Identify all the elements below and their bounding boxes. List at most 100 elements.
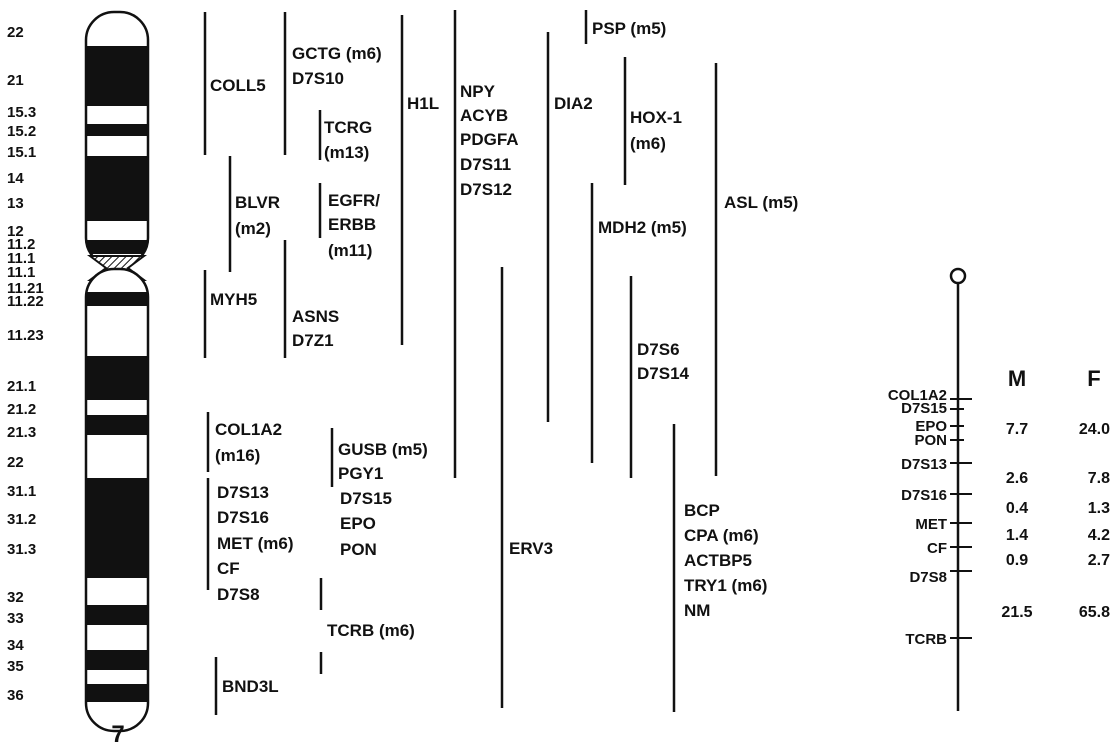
gene-label-try1: TRY1 (m6) — [684, 576, 767, 595]
map-label-pon: PON — [914, 432, 947, 449]
centromere-marker — [949, 267, 967, 285]
gene-label-erbb: ERBB — [328, 215, 376, 234]
map-label-epo: EPO — [915, 418, 947, 435]
band-label: 31.3 — [7, 541, 36, 558]
gene-label-blvr: BLVR — [235, 193, 280, 212]
gene-label-d7s11: D7S11 — [460, 155, 511, 174]
gene-label-cpa: CPA (m6) — [684, 526, 759, 545]
gene-range-bars — [203, 10, 718, 715]
band-label: 36 — [7, 687, 24, 704]
gene-label-actbp5: ACTBP5 — [684, 551, 752, 570]
gene-label-hox1-note: (m6) — [630, 134, 666, 153]
male-distance: 0.4 — [1006, 500, 1028, 517]
gene-label-nm: NM — [684, 601, 710, 620]
map-label-met: MET — [915, 516, 947, 533]
band-label: 11.1 — [7, 250, 35, 267]
gene-label-myh5: MYH5 — [210, 290, 257, 309]
map-label-d7s8: D7S8 — [909, 569, 947, 586]
band-label: 31.2 — [7, 511, 36, 528]
gene-label-pdgfa: PDGFA — [460, 130, 519, 149]
female-distance-total: 65.8 — [1079, 604, 1110, 621]
gene-label-egfr-note: (m11) — [328, 241, 372, 260]
band-label: 31.1 — [7, 483, 36, 500]
band-label: 22 — [7, 24, 24, 41]
female-distance: 1.3 — [1088, 500, 1110, 517]
gene-labels: COLL5 GCTG (m6) D7S10 H1L NPY ACYB PDGFA… — [210, 19, 798, 696]
band-label: 21 — [7, 72, 24, 89]
gene-label-bnd3l: BND3L — [222, 677, 279, 696]
gene-label-hox1: HOX-1 — [630, 108, 682, 127]
band-label: 21.1 — [7, 378, 36, 395]
column-header-female: F — [1087, 366, 1100, 391]
gene-label-mdh2: MDH2 (m5) — [598, 218, 687, 237]
gene-label-d7s13: D7S13 — [217, 483, 269, 502]
gene-label-asl: ASL (m5) — [724, 193, 798, 212]
linkage-map: COL1A2 D7S15 EPO PON D7S13 D7S16 MET CF … — [888, 267, 1110, 711]
gene-label-tcrb: TCRB (m6) — [327, 621, 415, 640]
marker-ticks — [950, 398, 972, 639]
gene-label-d7s10: D7S10 — [292, 69, 344, 88]
gene-label-d7s16: D7S16 — [217, 508, 269, 527]
gene-label-h1l: H1L — [407, 94, 439, 113]
column-header-male: M — [1008, 366, 1026, 391]
chromosome-ideogram — [84, 10, 150, 733]
band-label: 33 — [7, 610, 24, 627]
band-label: 11.21 — [7, 280, 44, 297]
gene-label-d7s12: D7S12 — [460, 180, 512, 199]
band-label: 15.2 — [7, 123, 36, 140]
gene-label-gctg: GCTG (m6) — [292, 44, 382, 63]
band-label: 22 — [7, 454, 24, 471]
male-distance: 7.7 — [1006, 421, 1028, 438]
map-label-cf: CF — [927, 540, 947, 557]
band-label: 11.23 — [7, 327, 44, 344]
band-label: 11.22 — [7, 293, 44, 310]
gene-label-acyb: ACYB — [460, 106, 508, 125]
gene-label-npy: NPY — [460, 82, 496, 101]
gene-label-gusb: GUSB (m5) — [338, 440, 428, 459]
band-label: 32 — [7, 589, 24, 606]
gene-label-erv3: ERV3 — [509, 539, 553, 558]
band-label: 13 — [7, 195, 24, 212]
map-label-d7s15: D7S15 — [901, 400, 947, 417]
male-distance-total: 21.5 — [1001, 604, 1032, 621]
p-arm-bands — [86, 12, 148, 266]
map-label-tcrb: TCRB — [905, 631, 947, 648]
male-distance: 1.4 — [1006, 527, 1028, 544]
band-label: 21.2 — [7, 401, 36, 418]
gene-label-epo: EPO — [340, 514, 376, 533]
band-label: 34 — [7, 637, 24, 654]
band-label: 14 — [7, 170, 24, 187]
band-labels: 22 21 15.3 15.2 15.1 14 13 12 11.2 11.1 … — [7, 24, 44, 704]
gene-label-d7s8: D7S8 — [217, 585, 260, 604]
chromosome-number: 7 — [111, 721, 124, 746]
gene-label-met: MET (m6) — [217, 534, 294, 553]
gene-label-tcrg: TCRG — [324, 118, 372, 137]
gene-label-coll5: COLL5 — [210, 76, 266, 95]
band-label: 11.1 — [7, 264, 35, 281]
gene-label-psp: PSP (m5) — [592, 19, 666, 38]
map-label-d7s13: D7S13 — [901, 456, 947, 473]
gene-label-dia2: DIA2 — [554, 94, 593, 113]
gene-label-d7z1: D7Z1 — [292, 331, 334, 350]
map-label-d7s16: D7S16 — [901, 487, 947, 504]
gene-label-d7s15: D7S15 — [340, 489, 392, 508]
map-label-col1a2: COL1A2 — [888, 387, 947, 404]
gene-label-egfr: EGFR/ — [328, 191, 380, 210]
band-label: 15.1 — [7, 144, 36, 161]
gene-label-cf: CF — [217, 559, 240, 578]
gene-label-bcp: BCP — [684, 501, 720, 520]
band-label: 35 — [7, 658, 24, 675]
female-distance: 24.0 — [1079, 421, 1110, 438]
male-distance: 0.9 — [1006, 552, 1028, 569]
gene-label-d7s6: D7S6 — [637, 340, 680, 359]
gene-label-blvr-note: (m2) — [235, 219, 271, 238]
band-label: 12 — [7, 223, 24, 240]
band-label: 11.2 — [7, 236, 35, 253]
band-label: 21.3 — [7, 424, 36, 441]
gene-label-tcrg-note: (m13) — [324, 143, 369, 162]
gene-label-pon: PON — [340, 540, 377, 559]
female-distance: 4.2 — [1088, 527, 1110, 544]
gene-label-asns: ASNS — [292, 307, 339, 326]
female-distance: 2.7 — [1088, 552, 1110, 569]
